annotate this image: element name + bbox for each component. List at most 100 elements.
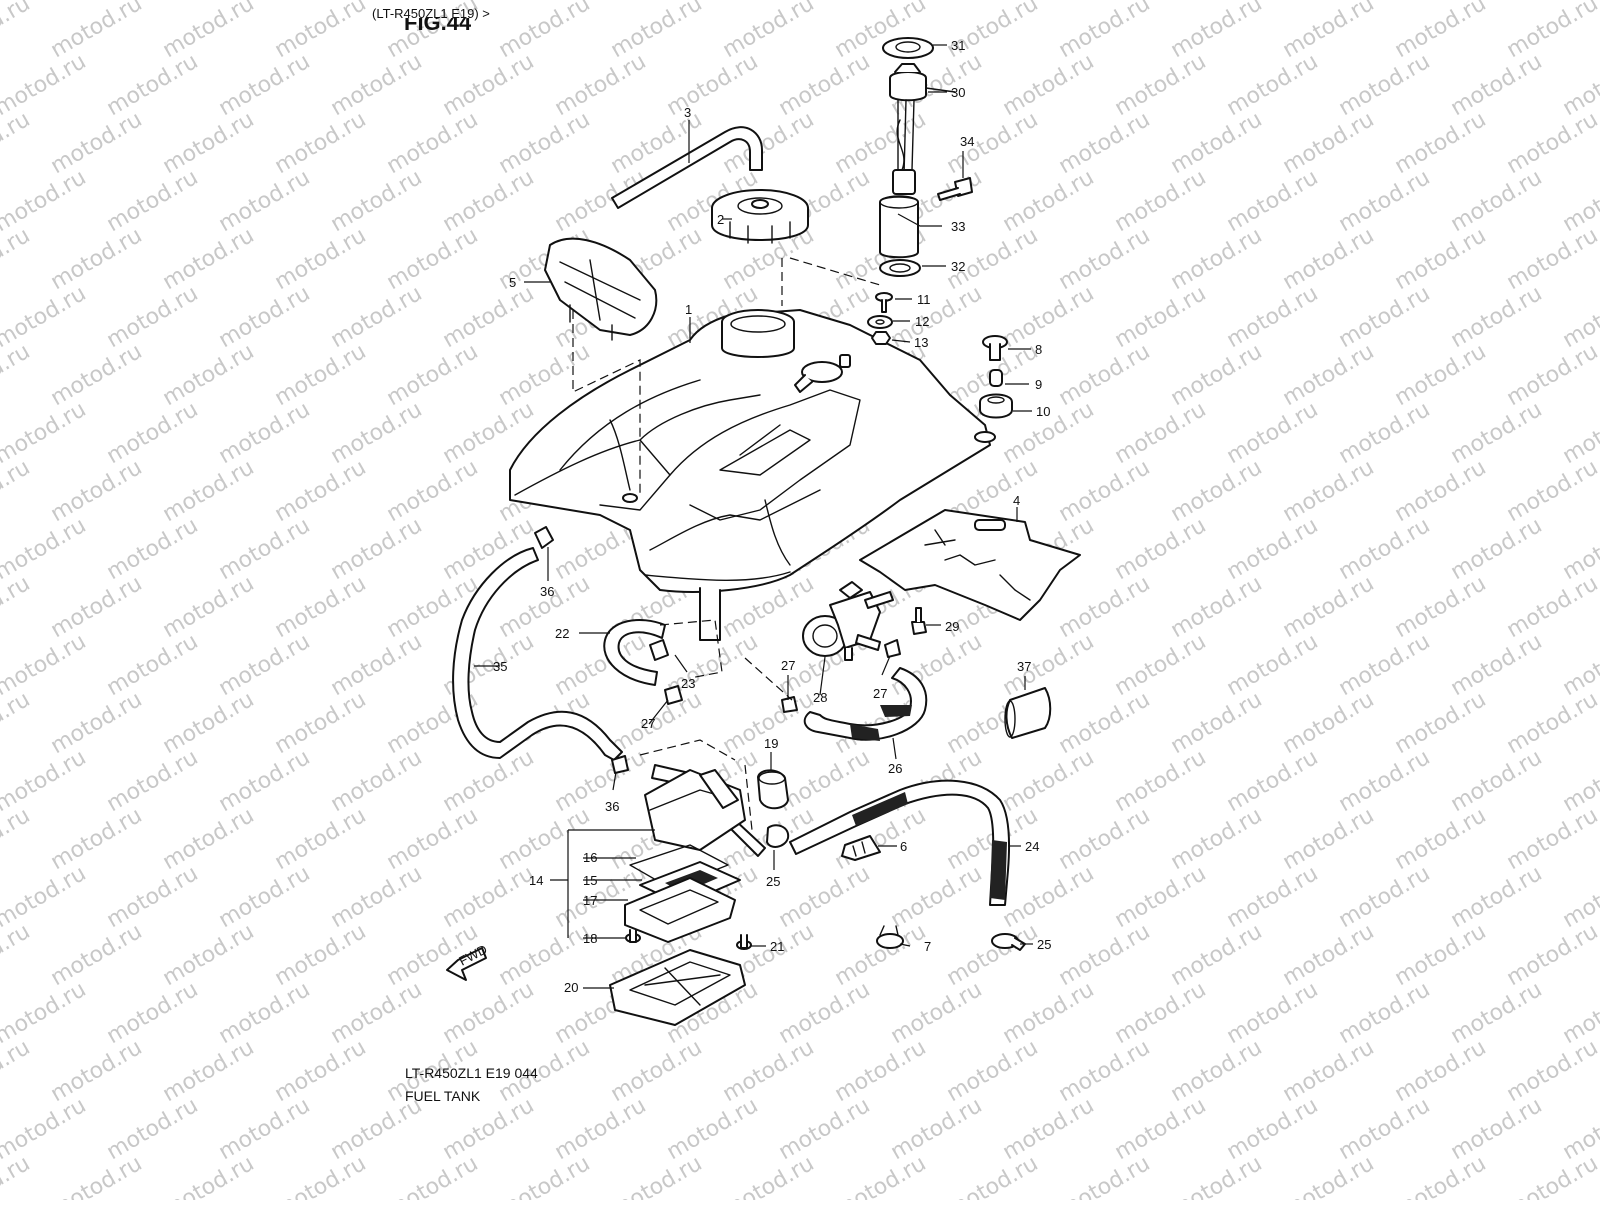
watermark-text: motod.ru bbox=[775, 49, 875, 121]
watermark-text: motod.ru bbox=[1111, 745, 1211, 817]
watermark-text: motod.ru bbox=[551, 745, 651, 817]
watermark-text: motod.ru bbox=[0, 745, 90, 817]
watermark-text: motod.ru bbox=[271, 107, 371, 179]
watermark-text: motod.ru bbox=[47, 803, 147, 875]
callout-27-right: 27 bbox=[873, 686, 887, 701]
callout-14: 14 bbox=[529, 873, 543, 888]
watermark-text: motod.ru bbox=[1559, 281, 1600, 353]
callout-29: 29 bbox=[945, 619, 959, 634]
watermark-text: motod.ru bbox=[1111, 397, 1211, 469]
callout-7: 7 bbox=[924, 939, 931, 954]
watermark-text: motod.ru bbox=[159, 1151, 259, 1200]
watermark-text: motod.ru bbox=[47, 1035, 147, 1107]
callout-6: 6 bbox=[900, 839, 907, 854]
watermark-text: motod.ru bbox=[103, 745, 203, 817]
watermark-text: motod.ru bbox=[215, 513, 315, 585]
watermark-text: motod.ru bbox=[887, 629, 987, 701]
watermark-text: motod.ru bbox=[1055, 1035, 1155, 1107]
watermark-text: motod.ru bbox=[1279, 803, 1379, 875]
watermark-text: motod.ru bbox=[1111, 281, 1211, 353]
callout-26: 26 bbox=[888, 761, 902, 776]
callout-36-top: 36 bbox=[540, 584, 554, 599]
watermark-text: motod.ru bbox=[495, 919, 595, 991]
watermark-text: motod.ru bbox=[0, 281, 90, 353]
watermark-text: motod.ru bbox=[1111, 977, 1211, 1049]
watermark-text: motod.ru bbox=[1335, 281, 1435, 353]
watermark-text: motod.ru bbox=[1335, 49, 1435, 121]
callout-35: 35 bbox=[493, 659, 507, 674]
watermark-text: motod.ru bbox=[887, 861, 987, 933]
callout-25-bottom: 25 bbox=[1037, 937, 1051, 952]
watermark-text: motod.ru bbox=[719, 107, 819, 179]
watermark-text: motod.ru bbox=[1335, 1093, 1435, 1165]
callout-27-left: 27 bbox=[641, 716, 655, 731]
watermark-text: motod.ru bbox=[1111, 1093, 1211, 1165]
watermark-text: motod.ru bbox=[1503, 1035, 1600, 1107]
watermark-text: motod.ru bbox=[1223, 281, 1323, 353]
watermark-text: motod.ru bbox=[0, 107, 34, 179]
watermark-text: motod.ru bbox=[47, 107, 147, 179]
watermark-text: motod.ru bbox=[271, 919, 371, 991]
watermark-text: motod.ru bbox=[1335, 513, 1435, 585]
watermark-text: motod.ru bbox=[47, 1151, 147, 1200]
watermark-text: motod.ru bbox=[1503, 803, 1600, 875]
watermark-text: motod.ru bbox=[607, 1151, 707, 1200]
watermark-text: motod.ru bbox=[103, 513, 203, 585]
watermark-text: motod.ru bbox=[1223, 1093, 1323, 1165]
watermark-text: motod.ru bbox=[1279, 339, 1379, 411]
watermark-text: motod.ru bbox=[943, 107, 1043, 179]
watermark-text: motod.ru bbox=[159, 919, 259, 991]
watermark-text: motod.ru bbox=[271, 687, 371, 759]
watermark-text: motod.ru bbox=[439, 513, 539, 585]
watermark-text: motod.ru bbox=[0, 0, 34, 63]
callout-16: 16 bbox=[583, 850, 597, 865]
watermark-text: motod.ru bbox=[1335, 397, 1435, 469]
watermark-text: motod.ru bbox=[1111, 165, 1211, 237]
watermark-text: motod.ru bbox=[0, 803, 34, 875]
watermark-text: motod.ru bbox=[0, 455, 34, 527]
watermark-text: motod.ru bbox=[159, 803, 259, 875]
watermark-text: motod.ru bbox=[271, 1151, 371, 1200]
watermark-text: motod.ru bbox=[1111, 513, 1211, 585]
watermark-text: motod.ru bbox=[607, 1035, 707, 1107]
callout-31: 31 bbox=[951, 38, 965, 53]
watermark-text: motod.ru bbox=[1391, 1035, 1491, 1107]
watermark-text: motod.ru bbox=[1055, 803, 1155, 875]
watermark-text: motod.ru bbox=[1559, 977, 1600, 1049]
watermark-text: motod.ru bbox=[943, 919, 1043, 991]
watermark-text: motod.ru bbox=[103, 629, 203, 701]
watermark-text: motod.ru bbox=[1167, 1151, 1267, 1200]
callout-27-mid: 27 bbox=[781, 658, 795, 673]
callout-5: 5 bbox=[509, 275, 516, 290]
watermark-text: motod.ru bbox=[1167, 919, 1267, 991]
watermark-text: motod.ru bbox=[495, 1151, 595, 1200]
watermark-text: motod.ru bbox=[999, 861, 1099, 933]
watermark-text: motod.ru bbox=[159, 0, 259, 63]
watermark-text: motod.ru bbox=[663, 49, 763, 121]
watermark-text: motod.ru bbox=[0, 49, 90, 121]
watermark-text: motod.ru bbox=[0, 861, 90, 933]
watermark-text: motod.ru bbox=[831, 1151, 931, 1200]
watermark-text: motod.ru bbox=[775, 745, 875, 817]
callout-8: 8 bbox=[1035, 342, 1042, 357]
diagram-name: FUEL TANK bbox=[405, 1088, 480, 1104]
watermark-text: motod.ru bbox=[1167, 455, 1267, 527]
watermark-text: motod.ru bbox=[1167, 0, 1267, 63]
watermark-text: motod.ru bbox=[103, 281, 203, 353]
callout-20: 20 bbox=[564, 980, 578, 995]
watermark-text: motod.ru bbox=[887, 977, 987, 1049]
watermark-text: motod.ru bbox=[999, 977, 1099, 1049]
watermark-text: motod.ru bbox=[943, 1035, 1043, 1107]
watermark-text: motod.ru bbox=[1279, 1035, 1379, 1107]
watermark-text: motod.ru bbox=[271, 803, 371, 875]
watermark-text: motod.ru bbox=[1447, 1093, 1547, 1165]
watermark-text: motod.ru bbox=[495, 803, 595, 875]
watermark-text: motod.ru bbox=[1279, 571, 1379, 643]
watermark-text: motod.ru bbox=[1503, 687, 1600, 759]
watermark-text: motod.ru bbox=[551, 165, 651, 237]
watermark-text: motod.ru bbox=[1111, 629, 1211, 701]
watermark-text: motod.ru bbox=[47, 0, 147, 63]
watermark-text: motod.ru bbox=[383, 339, 483, 411]
watermark-text: motod.ru bbox=[47, 687, 147, 759]
callout-10: 10 bbox=[1036, 404, 1050, 419]
